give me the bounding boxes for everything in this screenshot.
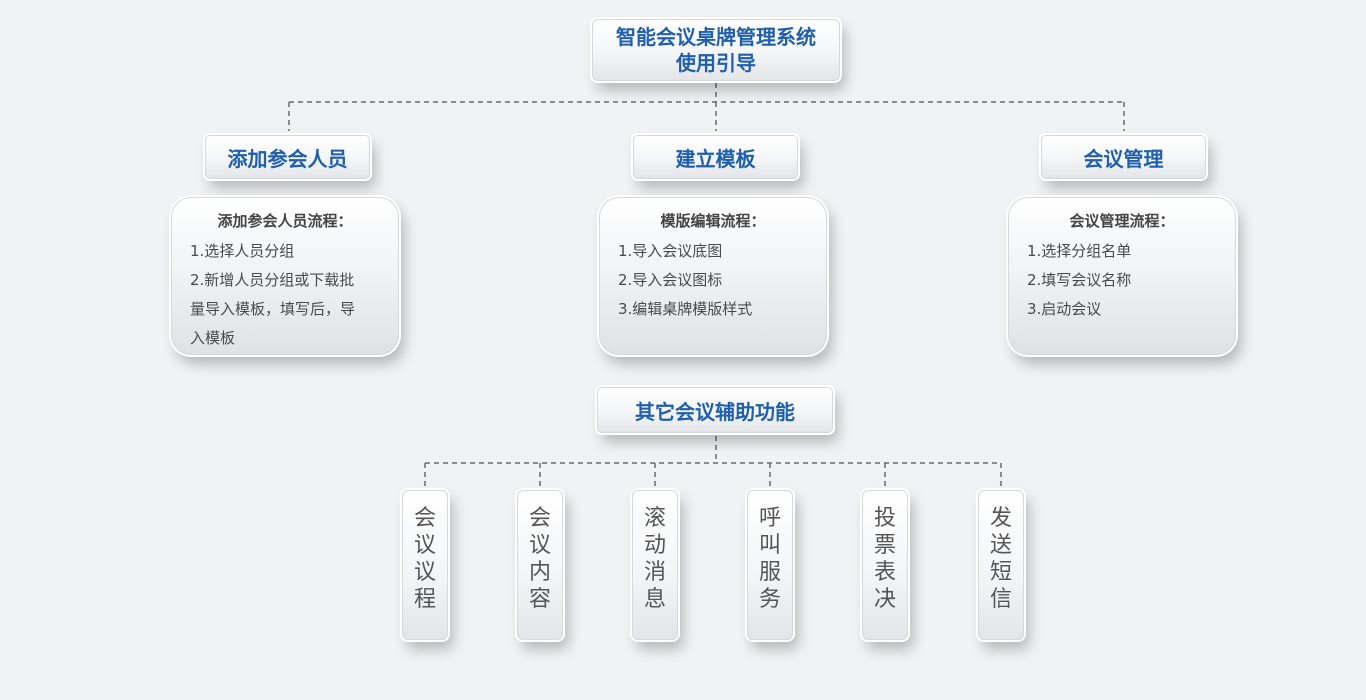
- section-heading-build-template: 建立模板: [633, 135, 798, 179]
- card-line: 入模板: [190, 329, 236, 347]
- root-title-line2: 使用引导: [676, 51, 756, 75]
- feature-char: 信: [989, 587, 1012, 612]
- feature-char: 会: [413, 506, 436, 531]
- card-line: 量导入模板，填写后，导: [190, 300, 356, 318]
- feature-char: 投: [873, 506, 896, 531]
- card-line: 1.导入会议底图: [618, 242, 723, 260]
- feature-char: 叫: [758, 533, 781, 558]
- card-meeting-management-process: 会议管理流程： 1.选择分组名单 2.填写会议名称 3.启动会议: [1008, 197, 1236, 355]
- feature-char: 呼: [758, 506, 781, 531]
- feature-char: 程: [413, 587, 436, 612]
- section-heading-label: 添加参会人员: [227, 146, 348, 171]
- feature-char: 务: [758, 587, 781, 612]
- feature-char: 息: [643, 587, 666, 612]
- card-add-attendees-process: 添加参会人员流程： 1.选择人员分组 2.新增人员分组或下载批 量导入模板，填写…: [171, 197, 399, 355]
- feature-char: 送: [989, 533, 1012, 558]
- feature-char: 议: [413, 560, 436, 585]
- card-title: 会议管理流程：: [1069, 212, 1175, 230]
- section-heading-add-attendees: 添加参会人员: [205, 135, 370, 179]
- feature-char: 会: [528, 506, 551, 531]
- feature-char: 内: [528, 560, 551, 585]
- card-line: 2.新增人员分组或下载批: [190, 271, 355, 289]
- feature-char: 服: [758, 560, 781, 585]
- section-heading-meeting-management: 会议管理: [1041, 135, 1206, 179]
- card-line: 3.启动会议: [1027, 300, 1102, 318]
- feature-char: 决: [873, 587, 896, 612]
- feature-voting: 投 票 表 决: [862, 490, 908, 640]
- section-heading-label: 建立模板: [675, 146, 756, 171]
- feature-char: 票: [873, 533, 896, 558]
- feature-scrolling-message: 滚 动 消 息: [632, 490, 678, 640]
- feature-char: 议: [413, 533, 436, 558]
- card-title: 添加参会人员流程：: [217, 212, 353, 230]
- feature-meeting-agenda: 会 议 议 程: [402, 490, 448, 640]
- feature-call-service: 呼 叫 服 务: [747, 490, 793, 640]
- card-line: 2.导入会议图标: [618, 271, 723, 289]
- card-line: 1.选择分组名单: [1027, 242, 1132, 260]
- card-template-edit-process: 模版编辑流程： 1.导入会议底图 2.导入会议图标 3.编辑桌牌模版样式: [599, 197, 827, 355]
- other-functions-heading: 其它会议辅助功能: [597, 387, 833, 433]
- feature-char: 滚: [643, 506, 666, 531]
- card-line: 3.编辑桌牌模版样式: [618, 300, 753, 318]
- feature-char: 短: [989, 560, 1012, 585]
- feature-char: 动: [643, 533, 666, 558]
- root-title-box: 智能会议桌牌管理系统 使用引导: [592, 19, 840, 81]
- card-line: 2.填写会议名称: [1027, 271, 1132, 289]
- feature-char: 议: [528, 533, 551, 558]
- root-title-line1: 智能会议桌牌管理系统: [616, 25, 816, 49]
- feature-char: 表: [873, 560, 896, 585]
- other-functions-label: 其它会议辅助功能: [635, 399, 795, 424]
- feature-char: 消: [643, 560, 666, 585]
- card-line: 1.选择人员分组: [190, 242, 295, 260]
- card-title: 模版编辑流程：: [660, 212, 766, 230]
- feature-meeting-content: 会 议 内 容: [517, 490, 563, 640]
- feature-char: 容: [528, 587, 551, 612]
- feature-char: 发: [989, 506, 1012, 531]
- feature-send-sms: 发 送 短 信: [978, 490, 1024, 640]
- section-heading-label: 会议管理: [1083, 146, 1164, 171]
